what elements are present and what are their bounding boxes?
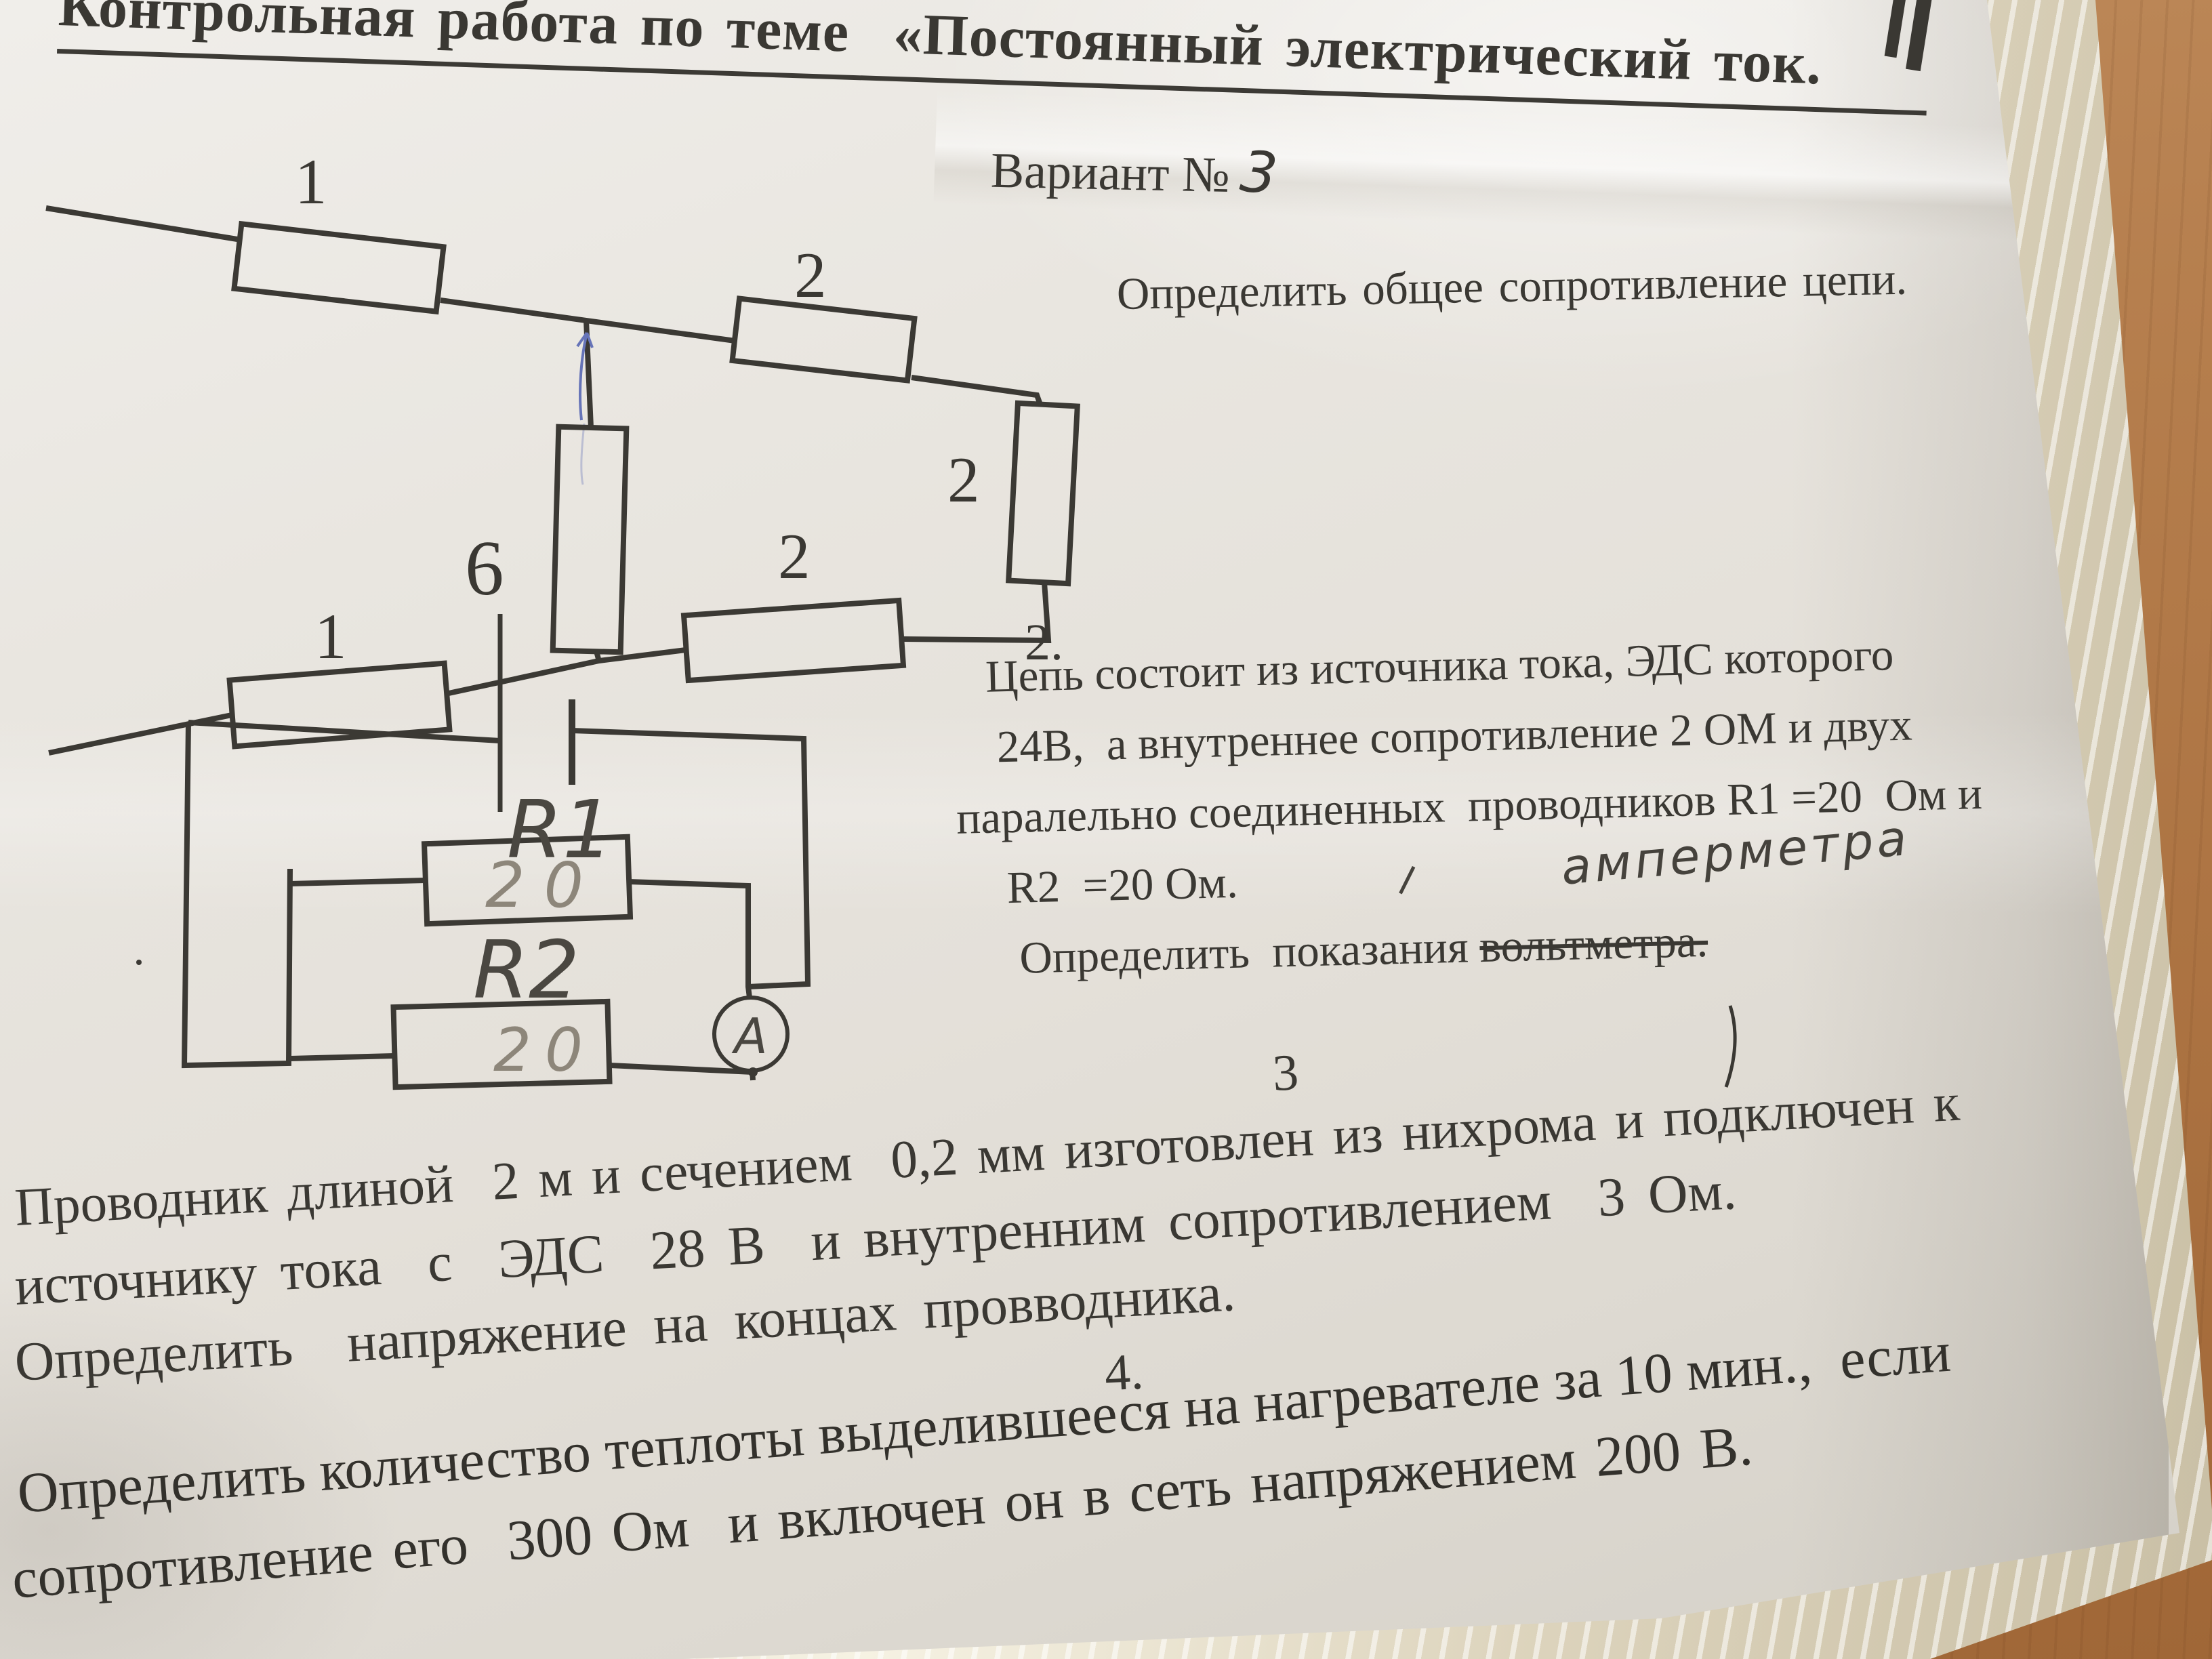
variant-number-handwritten: 3 xyxy=(1237,138,1281,208)
correction-tick-mark xyxy=(1724,1005,1737,1088)
wire-top-right-corner xyxy=(911,375,1043,406)
blue-ink-arrow xyxy=(576,331,594,421)
page-title: Контрольная работа по теме «Постоянный э… xyxy=(56,0,1929,116)
problem2-heading: 2. xyxy=(1025,614,1063,671)
problem3-heading: 3 xyxy=(1271,1044,1300,1102)
wire-r1-right xyxy=(628,879,752,998)
problem1-instruction: Определить общее сопротивление цепи. xyxy=(1116,253,1908,319)
wire-top-left xyxy=(188,720,501,743)
resistor-box-top-left xyxy=(231,220,447,315)
r2-value-handwritten: 20 xyxy=(493,1015,596,1085)
wire-lead-top-left xyxy=(45,205,238,242)
wire-r2-left xyxy=(289,1053,395,1061)
resistor-label-middle: 6 xyxy=(465,525,504,611)
wire-r1-left xyxy=(289,878,426,886)
resistor-box-middle-vertical xyxy=(550,424,630,655)
wire-bottom-right-corner xyxy=(902,581,1052,644)
corner-mark-icon xyxy=(1882,0,1955,80)
r2-label-handwritten: R2 xyxy=(473,923,579,1017)
resistor-box-bottom-left xyxy=(226,660,453,750)
wire-left-loop xyxy=(181,722,293,1069)
resistor-label-right-vertical: 2 xyxy=(947,444,980,516)
r1-value-handwritten: 20 xyxy=(485,849,602,922)
problem2-text: Цепь состоит из источника тока, ЭДС кото… xyxy=(952,613,2167,995)
blue-ink-smear xyxy=(580,423,586,485)
junction-dot xyxy=(748,1067,758,1077)
wire-stub-middle-bottom xyxy=(594,650,602,663)
corner-bar-right xyxy=(1906,0,1933,72)
resistor-r2-box xyxy=(390,998,613,1090)
resistor-label-top-right: 2 xyxy=(794,239,827,311)
resistor-box-bottom-right xyxy=(680,597,907,684)
resistor-box-top-right xyxy=(729,295,918,384)
circuit1-diagram: 1 2 2 2 6 1 xyxy=(45,146,1080,756)
problem2-line5-prefix: Определить показания xyxy=(1019,922,1481,983)
r1-label-handwritten: R1 xyxy=(507,783,613,876)
corner-bar-left xyxy=(1884,0,1907,58)
circuit2-diagram: A R1 20 R2 20 xyxy=(136,614,811,1090)
resistor-label-top-left: 1 xyxy=(295,146,327,218)
ammeter-label: A xyxy=(731,1008,767,1065)
resistor-label-bottom-left: 1 xyxy=(314,600,347,672)
stray-dot xyxy=(136,960,142,965)
strikethrough-word: вольтметра. xyxy=(1479,916,1708,972)
resistor-r1-box xyxy=(421,834,634,927)
resistor-label-bottom-right: 2 xyxy=(778,520,811,592)
resistor-box-right-vertical xyxy=(1006,400,1080,587)
wire-right-loop xyxy=(571,728,811,989)
wire-r2-right xyxy=(609,1063,754,1075)
tick-stroke xyxy=(1724,1005,1737,1088)
